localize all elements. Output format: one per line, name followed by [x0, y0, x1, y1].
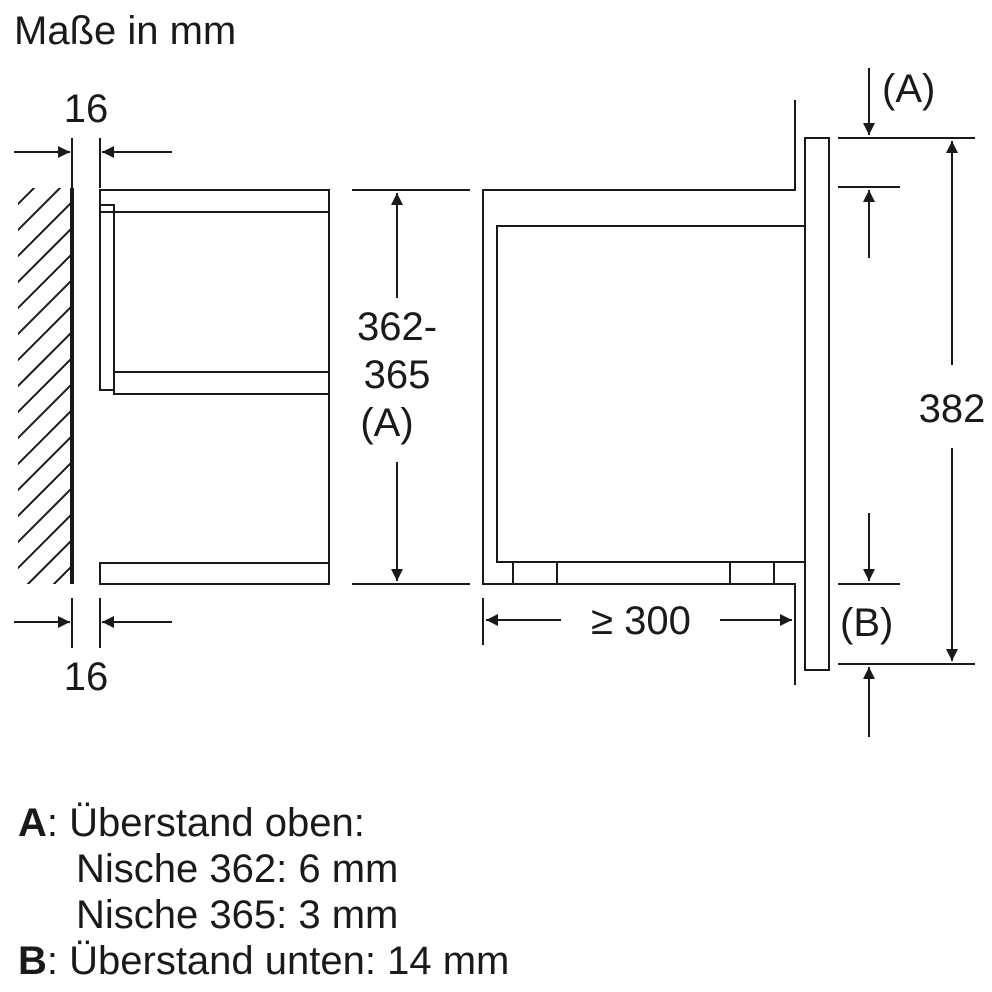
legend-b-text: : Überstand unten: 14 mm [46, 939, 510, 983]
legend-a-text: : Überstand oben: [46, 801, 365, 845]
side-gap-top-dimension [14, 138, 172, 188]
cabinet-side-view [99, 189, 330, 585]
overhang-top-ref: (A) [882, 67, 935, 111]
legend-b: B: Überstand unten: 14 mm [18, 938, 509, 984]
total-height-label: 382 [919, 387, 986, 431]
side-gap-bottom-dimension [14, 598, 172, 648]
niche-height-label-2: 365 [364, 353, 431, 397]
legend: A: Überstand oben: Nische 362: 6 mm Nisc… [18, 800, 509, 984]
depth-label: ≥ 300 [591, 599, 691, 643]
depth-dimension [482, 598, 792, 645]
niche-height-ref: (A) [360, 401, 413, 445]
legend-b-key: B [18, 939, 47, 983]
niche-height-label: 362- [357, 305, 437, 349]
legend-a: A: Überstand oben: [18, 800, 509, 846]
legend-a-key: A [18, 801, 47, 845]
diagram-title: Maße in mm [14, 9, 236, 53]
legend-a-line3: Nische 365: 3 mm [76, 893, 399, 937]
legend-a-line2: Nische 362: 6 mm [76, 847, 399, 891]
wall-hatching [18, 188, 72, 584]
overhang-bottom-ref: (B) [840, 601, 893, 645]
side-gap-bottom-label: 16 [64, 655, 109, 699]
niche-height-dimension [352, 189, 470, 585]
side-gap-top-label: 16 [64, 87, 109, 131]
overhang-dimensions [838, 68, 975, 737]
appliance-side-view [482, 100, 830, 685]
